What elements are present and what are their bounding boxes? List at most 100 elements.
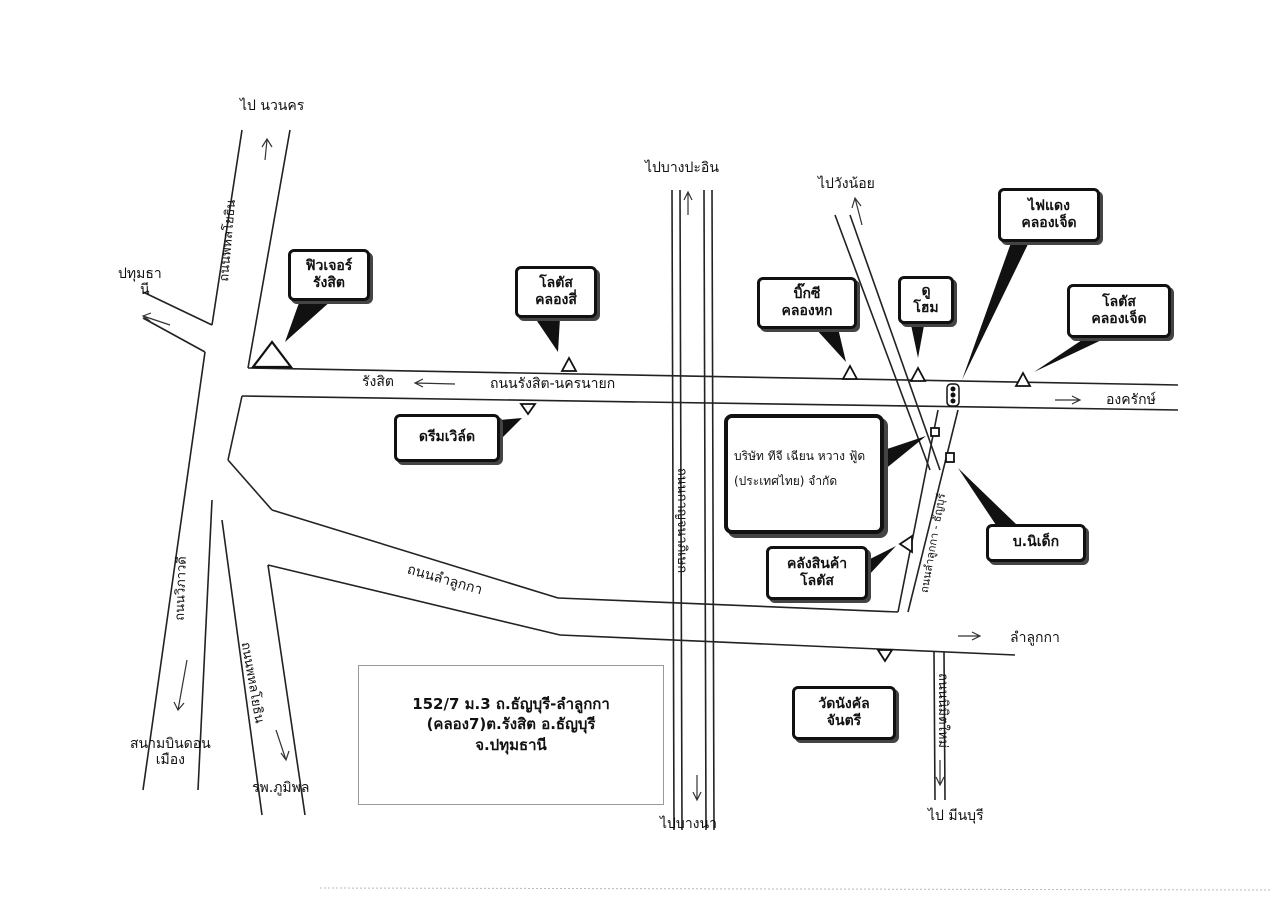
landmark-label: ฟิวเจอร์ [305, 257, 353, 274]
nidec-building-icon [945, 452, 955, 463]
landmark-nidec: บ.นิเด็ก [986, 524, 1086, 562]
landmark-label: โฮม [913, 300, 939, 316]
road-thanyaburi-west [897, 409, 939, 613]
label-pathum-line1: ปทุมธา [118, 266, 162, 282]
landmark-label: คลองสี่ [535, 292, 577, 308]
arrow-right-icon [1055, 395, 1082, 405]
road-kanchanaphisek-4 [711, 189, 715, 831]
arrow-down-icon [173, 659, 188, 712]
landmark-label: โลตัส [539, 274, 573, 291]
address-line1: 152/7 ม.3 ถ.ธัญบุรี-ลำลูกกา [412, 695, 610, 713]
triangle-marker-icon [898, 534, 913, 554]
landmark-do-home: ดู โฮม [898, 276, 954, 324]
callout-pointer-bigc [815, 328, 846, 362]
road-phahonyothin-south-west [221, 519, 263, 816]
label-don-mueang: สนามบินดอน เมือง [130, 736, 211, 768]
landmark-label: บ.นิเด็ก [1012, 534, 1060, 551]
road-phahonyothin-north-east [247, 129, 291, 369]
road-label-nimit-mai: ถนนนิมิตใหม่ [935, 672, 951, 749]
callout-pointer-dohome [910, 320, 925, 358]
traffic-light-icon [946, 383, 960, 407]
callout-pointer-lotus-7 [1034, 336, 1110, 372]
arrow-up-icon [851, 196, 863, 226]
landmark-label: ไฟแดง [1028, 197, 1070, 214]
landmark-label: คลองเจ็ด [1091, 311, 1147, 327]
callout-pointer-warehouse [868, 546, 896, 576]
callout-pointer-nidec [958, 468, 1018, 528]
label-ongkharak: องครักษ์ [1106, 392, 1156, 408]
road-rangsit-nakhon-nayok-south [241, 395, 1179, 411]
address-line2: (คลอง7)ต.รังสิต อ.ธัญบุรี [426, 715, 596, 734]
company-name-line2: (ประเทศไทย) จำกัด [734, 474, 838, 489]
arrow-down-icon [692, 775, 702, 802]
landmark-lotus-khlong-7: โลตัส คลองเจ็ด [1067, 284, 1171, 338]
company-name-line1: บริษัท ทีจี เฉียน หวาง ฟู้ด [734, 449, 866, 463]
road-west-trunk-left [142, 351, 206, 791]
triangle-marker-icon [1014, 371, 1032, 387]
arrow-left-icon [141, 312, 171, 326]
landmark-dream-world: ดรีมเวิล์ด [394, 414, 500, 462]
label-rangsit: รังสิต [362, 374, 394, 390]
road-nimit-mai-east [943, 651, 946, 801]
landmark-lotus-warehouse: คลังสินค้า โลตัส [766, 546, 868, 600]
landmark-label: ดรีมเวิล์ด [418, 429, 476, 446]
landmark-label: จันตรี [826, 713, 862, 729]
road-pathum-branch-south [142, 317, 206, 353]
address-line3: จ.ปทุมธานี [475, 735, 547, 754]
scan-border-line [319, 887, 1271, 891]
label-don-mueang-line2: เมือง [155, 752, 185, 769]
landmark-label: คลังสินค้า [786, 555, 848, 572]
road-label-kanchanaphisek: ถนนกาญจนาภิเษก [674, 467, 690, 574]
arrow-left-icon [413, 378, 456, 388]
callout-pointer-traffic-light [962, 240, 1030, 380]
landmark-label: คลองเจ็ด [1021, 215, 1077, 231]
company-location-box: บริษัท ทีจี เฉียน หวาง ฟู้ด (ประเทศไทย) … [724, 414, 884, 534]
landmark-label: โลตัส [1102, 293, 1136, 310]
road-kanchanaphisek-1 [671, 189, 675, 831]
road-phahonyothin-south-east [267, 564, 306, 816]
company-building-icon [930, 427, 940, 437]
road-lam-luk-ka-south [267, 564, 561, 636]
road-wang-noi-west [834, 214, 931, 471]
address-box: 152/7 ม.3 ถ.ธัญบุรี-ลำลูกกา (คลอง7)ต.รัง… [358, 665, 664, 805]
landmark-lotus-khlong-4: โลตัส คลองสี่ [515, 266, 597, 318]
landmark-label: คลองหก [781, 303, 833, 319]
road-thanyaburi-east [907, 409, 959, 613]
road-pathum-branch-north [142, 291, 213, 326]
road-wang-noi-east [849, 214, 941, 471]
road-phahonyothin-north-west [211, 129, 243, 326]
callout-pointer-company [884, 436, 926, 470]
triangle-marker-icon [909, 366, 927, 382]
callout-pointer-dream-world [500, 418, 522, 440]
landmark-traffic-light-khlong-7: ไฟแดง คลองเจ็ด [998, 188, 1100, 242]
triangle-marker-icon [841, 364, 859, 380]
label-lam-luk-ka-direction: ลำลูกกา [1010, 630, 1060, 646]
callout-pointer-lotus-4 [535, 318, 560, 352]
triangle-marker-icon [876, 649, 894, 663]
triangle-marker-icon [519, 403, 537, 416]
road-lam-luk-ka-north [271, 509, 559, 599]
road-west-trunk-right-2 [227, 459, 273, 511]
road-kanchanaphisek-3 [703, 189, 707, 831]
label-to-pathum-thani: ปทุมธา นี [118, 266, 162, 298]
label-to-bang-na: ไปบางนา [660, 816, 717, 832]
label-bhumibol-hospital: รพ.ภูมิพล [252, 780, 310, 796]
road-nimit-mai-west [933, 651, 936, 801]
landmark-bigc-khlong-hok: บิ๊กซี คลองหก [757, 277, 857, 329]
label-to-bang-pa-in: ไปบางปะอิน [645, 160, 719, 176]
arrow-down-icon [935, 760, 945, 787]
road-lam-luk-ka-south-2 [559, 634, 1016, 656]
landmark-label: ดู [921, 282, 931, 299]
arrow-up-icon [683, 190, 693, 215]
landmark-future-rangsit: ฟิวเจอร์ รังสิต [288, 249, 370, 301]
callout-pointer-future [285, 300, 332, 342]
landmark-label: โลตัส [800, 573, 834, 589]
landmark-label: วัดนังคัล [818, 695, 870, 712]
road-label-vibhavadi: ถนนวิภาวดี [172, 556, 190, 622]
landmark-wat-nangkhan: วัดนังคัล จันตรี [792, 686, 896, 740]
road-west-trunk-left-2 [197, 499, 213, 791]
label-don-mueang-line1: สนามบินดอน [130, 736, 211, 752]
landmark-label: รังสิต [313, 275, 345, 291]
arrow-right-icon [958, 631, 982, 641]
